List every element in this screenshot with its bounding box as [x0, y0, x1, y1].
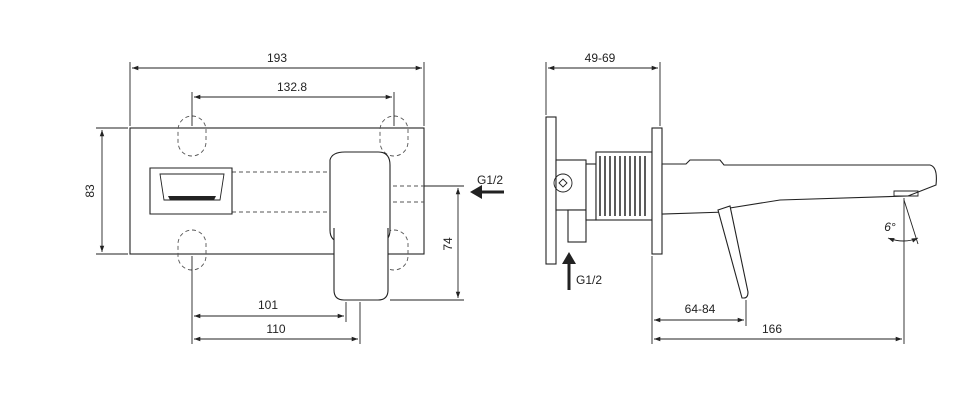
dim-193-label: 193 — [267, 51, 287, 65]
spout-outlet — [149, 167, 233, 215]
side-view: 49-69 64-84 166 6° G1/2 — [545, 51, 937, 344]
front-inlet-label: G1/2 — [477, 173, 503, 187]
cartridge-collar — [585, 163, 597, 221]
front-view: 193 132.8 83 74 101 — [83, 51, 504, 344]
dim-83-label: 83 — [83, 184, 97, 198]
dim-110-label: 110 — [266, 322, 285, 336]
side-inlet-indicator: G1/2 — [562, 252, 602, 290]
side-inlet-label: G1/2 — [576, 273, 602, 287]
dim-101-label: 101 — [258, 298, 278, 312]
front-cover-plate — [651, 127, 663, 255]
dim-64-84-label: 64-84 — [685, 302, 716, 316]
side-spout — [661, 159, 937, 215]
dim-spout-reach: 166 — [654, 198, 905, 344]
lever-handle — [329, 151, 391, 301]
inlet-stub — [567, 209, 587, 243]
dim-projection-range: 64-84 — [651, 256, 747, 344]
dim-166-label: 166 — [762, 322, 782, 336]
dim-hole-spacing: 132.8 — [191, 80, 395, 126]
dim-74-label: 74 — [441, 237, 455, 251]
dim-plate-height: 83 — [83, 127, 128, 255]
dim-lever-drop: 74 — [390, 185, 464, 301]
dim-lever-110: 110 — [194, 302, 361, 344]
dim-132-label: 132.8 — [277, 80, 307, 94]
dim-depth-range: 49-69 — [545, 51, 661, 126]
thread-lines — [599, 156, 646, 216]
back-flange — [545, 116, 557, 265]
dim-49-69-label: 49-69 — [585, 51, 616, 65]
dim-overall-width: 193 — [129, 51, 425, 126]
side-lever — [717, 205, 749, 299]
angle-label: 6° — [884, 220, 896, 234]
angle-indicator: 6° — [884, 199, 919, 245]
front-inlet-indicator: G1/2 — [470, 173, 504, 199]
dim-lever-101: 101 — [191, 256, 347, 344]
